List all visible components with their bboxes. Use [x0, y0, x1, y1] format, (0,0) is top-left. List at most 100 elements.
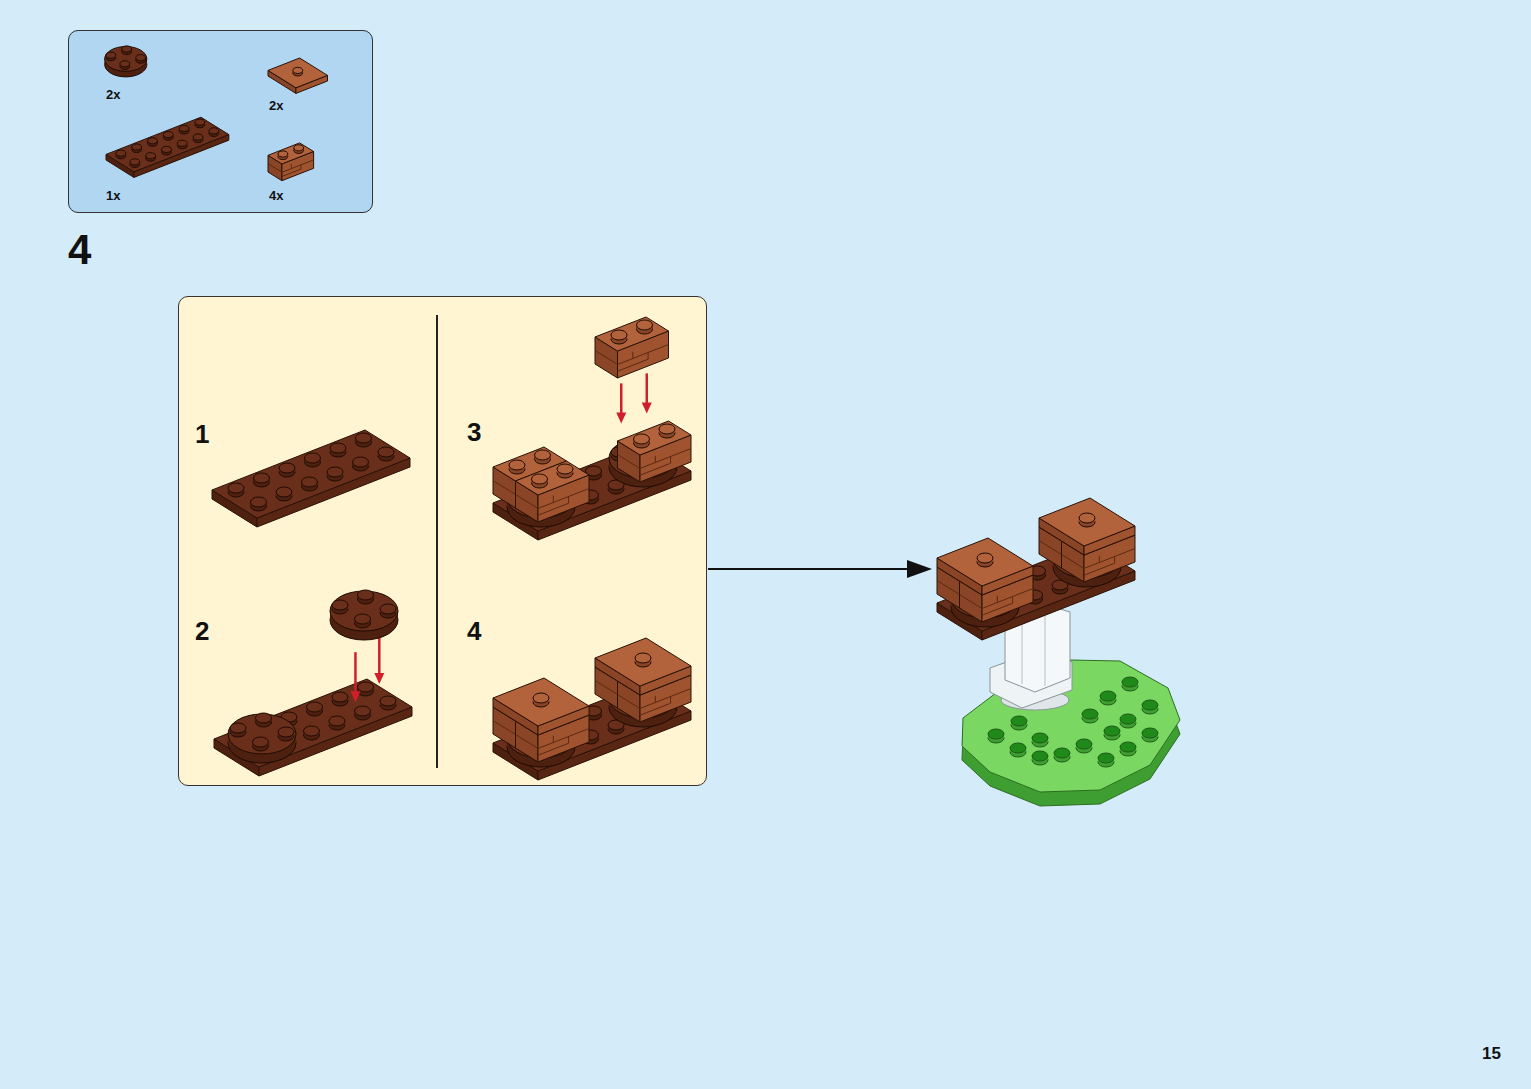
stud: [380, 604, 396, 614]
stud: [977, 553, 993, 563]
stud: [304, 726, 320, 736]
result-arrow: [708, 568, 912, 570]
substep-panel: 1 2 3 4: [178, 296, 707, 786]
stud: [1120, 714, 1136, 724]
stud: [253, 737, 269, 747]
stud: [355, 706, 371, 716]
masonry-line: [493, 721, 516, 735]
brick-part: [516, 461, 590, 495]
stud: [988, 729, 1004, 739]
masonry-line: [1114, 557, 1115, 564]
masonry-line: [632, 352, 633, 359]
red-arrow: [646, 373, 649, 404]
stud: [1142, 700, 1158, 710]
step-number: 4: [68, 229, 91, 271]
brick-part: [268, 58, 328, 88]
stud: [634, 434, 650, 444]
stud: [332, 692, 348, 702]
red-arrow: [350, 691, 360, 702]
masonry-line: [268, 164, 282, 173]
stud: [329, 716, 345, 726]
stud: [533, 693, 549, 703]
masonry-line: [1062, 555, 1085, 569]
quantity-label: 2x: [106, 88, 120, 101]
stud: [302, 477, 318, 487]
stud: [1122, 677, 1138, 687]
masonry-line: [568, 497, 569, 504]
stud: [637, 320, 653, 330]
stud: [179, 125, 189, 131]
red-arrow: [620, 383, 623, 414]
parts-panel-fill: [68, 30, 373, 213]
stud: [148, 138, 158, 144]
substep-number: 2: [195, 618, 209, 644]
clear-stand: [1022, 615, 1023, 684]
masonry-line: [1099, 556, 1100, 563]
stud: [1120, 742, 1136, 752]
stud: [136, 55, 146, 61]
quantity-label: 4x: [269, 189, 283, 202]
stud: [256, 713, 272, 723]
masonry-line: [937, 581, 960, 595]
stud: [659, 424, 675, 434]
masonry-line: [997, 596, 998, 603]
masonry-line: [595, 351, 618, 365]
result-arrowhead: [907, 560, 932, 578]
stud: [1011, 716, 1027, 726]
brick-part: [134, 135, 229, 178]
masonry-line: [655, 456, 656, 463]
brick-part: [212, 430, 410, 518]
stud: [1079, 513, 1095, 523]
panel-divider: [436, 315, 438, 768]
masonry-line: [618, 695, 641, 709]
masonry-line: [538, 503, 569, 515]
red-arrow: [616, 412, 626, 423]
substep-number: 4: [467, 618, 481, 644]
red-arrow: [378, 636, 381, 675]
masonry-line: [300, 165, 301, 169]
stud: [353, 457, 369, 467]
masonry-line: [282, 169, 301, 176]
brick-part: [493, 678, 589, 726]
masonry-line: [670, 697, 671, 704]
stud: [1100, 691, 1116, 701]
stud: [228, 483, 244, 493]
stud: [1082, 709, 1098, 719]
stud: [161, 146, 171, 152]
substep-number: 3: [467, 419, 481, 445]
masonry-line: [516, 495, 539, 509]
brick-part: [257, 458, 410, 527]
masonry-line: [553, 736, 554, 743]
stud: [330, 443, 346, 453]
stud: [1104, 726, 1120, 736]
brick-part: [618, 421, 692, 455]
stud: [294, 145, 304, 151]
masonry-line: [618, 359, 649, 371]
masonry-line: [1012, 597, 1013, 604]
stud: [278, 151, 288, 157]
stud: [378, 447, 394, 457]
stud: [356, 433, 372, 443]
brick-part: [214, 679, 412, 767]
masonry-line: [291, 164, 292, 168]
brick-part: [268, 143, 314, 164]
red-arrow: [374, 673, 384, 684]
stud: [254, 473, 270, 483]
stud: [279, 463, 295, 473]
masonry-line: [516, 735, 539, 749]
masonry-line: [648, 353, 649, 360]
round-plate: [105, 47, 147, 72]
stud: [276, 487, 292, 497]
masonry-line: [960, 595, 983, 609]
stud: [209, 128, 219, 134]
stud: [116, 150, 126, 156]
stud: [332, 600, 348, 610]
brick-part: [937, 538, 1033, 586]
stud: [535, 450, 551, 460]
substep-number: 1: [195, 421, 209, 447]
stud: [1098, 753, 1114, 763]
stud: [122, 46, 132, 52]
stud: [611, 330, 627, 340]
stud: [1010, 743, 1026, 753]
